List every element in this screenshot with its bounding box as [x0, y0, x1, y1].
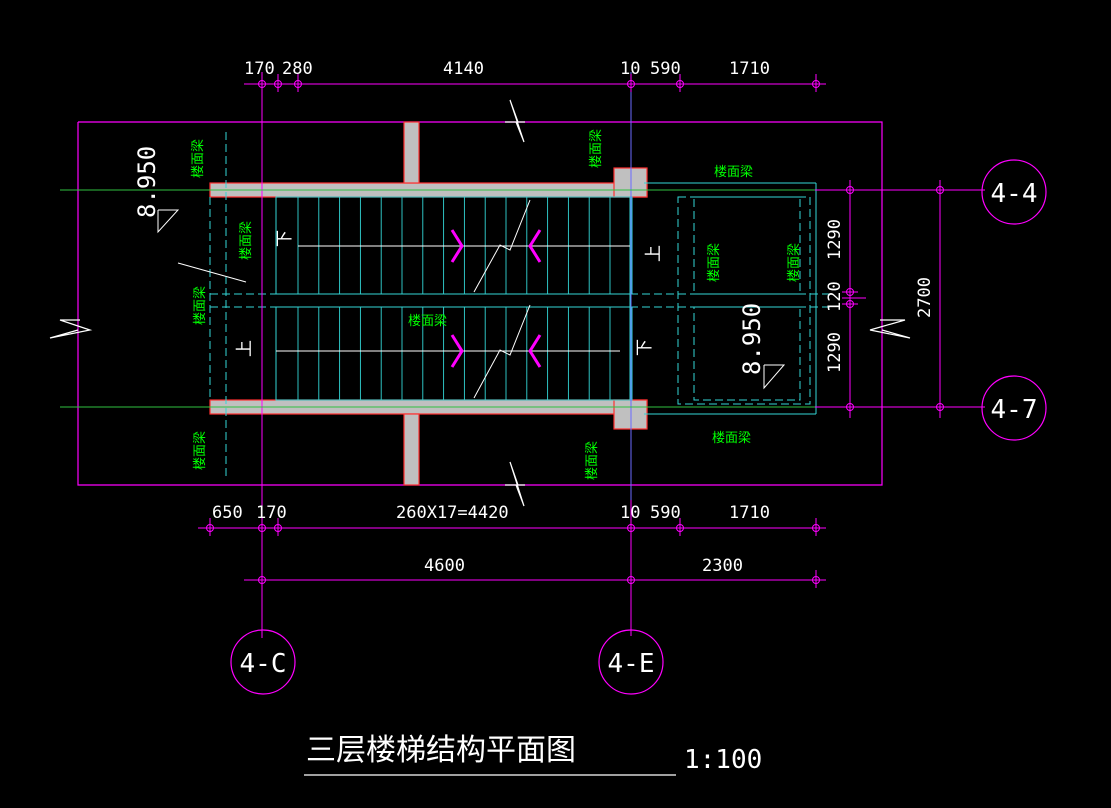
dim-bot1-d: 10: [620, 503, 640, 523]
beam-label: 楼面梁: [193, 286, 208, 325]
beam-label: 楼面梁: [585, 441, 600, 480]
beam-label: 楼面梁: [787, 243, 802, 282]
dim-right-a: 1290: [825, 219, 845, 260]
beam-label: 楼面梁: [712, 431, 751, 446]
grid-bubbles: [230, 159, 1047, 695]
dim-top-f: 1710: [729, 59, 770, 79]
bottom-column-left: [403, 413, 420, 486]
dim-right-total: 2700: [915, 277, 935, 318]
label-down-top: 下: [275, 230, 295, 247]
top-column-left: [403, 121, 420, 184]
dim-bot1-c: 260X17=4420: [396, 503, 509, 523]
dim-top-c: 4140: [443, 59, 484, 79]
dim-bot1-e: 590: [650, 503, 681, 523]
dim-top-b: 280: [282, 59, 313, 79]
direction-arrows: [450, 229, 542, 368]
grid-bubble-4-C: 4-C: [240, 649, 287, 679]
label-up-bottom: 上: [235, 340, 255, 357]
beam-label: 楼面梁: [714, 165, 753, 180]
dim-bot1-b: 170: [256, 503, 287, 523]
dim-top-d: 10: [620, 59, 640, 79]
walls: [209, 121, 648, 486]
beam-label: 楼面梁: [707, 243, 722, 282]
grid-bubble-4-E: 4-E: [608, 649, 655, 679]
grid-axis-lines: [60, 72, 985, 638]
drawing-scale: 1:100: [684, 745, 762, 775]
dimension-ticks: [206, 74, 948, 588]
beam-label: 楼面梁: [408, 314, 447, 329]
elevation-left: 8.950: [133, 146, 161, 218]
outer-frame: [77, 121, 883, 486]
grid-bubble-4-7: 4-7: [991, 395, 1038, 425]
dim-bot1-a: 650: [212, 503, 243, 523]
grid-bubble-4-4: 4-4: [991, 179, 1038, 209]
dim-bot1-f: 1710: [729, 503, 770, 523]
dimension-lines: [198, 83, 941, 581]
beam-label: 楼面梁: [191, 139, 206, 178]
dimension-texts: 170 280 4140 10 590 1710 650 170 260X17=…: [212, 59, 935, 576]
stair-treads: [297, 197, 632, 400]
dim-top-e: 590: [650, 59, 681, 79]
drawing-title: 三层楼梯结构平面图: [306, 733, 576, 768]
elevation-marks: [157, 209, 786, 390]
beam-label: 楼面梁: [239, 221, 254, 260]
break-marks: [49, 99, 911, 507]
walking-lines: [276, 199, 630, 399]
dim-right-b: 120: [825, 281, 845, 312]
dim-right-c: 1290: [825, 332, 845, 373]
label-down-bottom: 下: [635, 339, 655, 356]
beam-label: 楼面梁: [589, 129, 604, 168]
elevation-right: 8.950: [738, 303, 766, 375]
beam-label: 楼面梁: [193, 431, 208, 470]
dim-bot2-b: 2300: [702, 556, 743, 576]
dim-top-a: 170: [244, 59, 275, 79]
dim-bot2-a: 4600: [424, 556, 465, 576]
label-up-top: 上: [644, 245, 664, 262]
